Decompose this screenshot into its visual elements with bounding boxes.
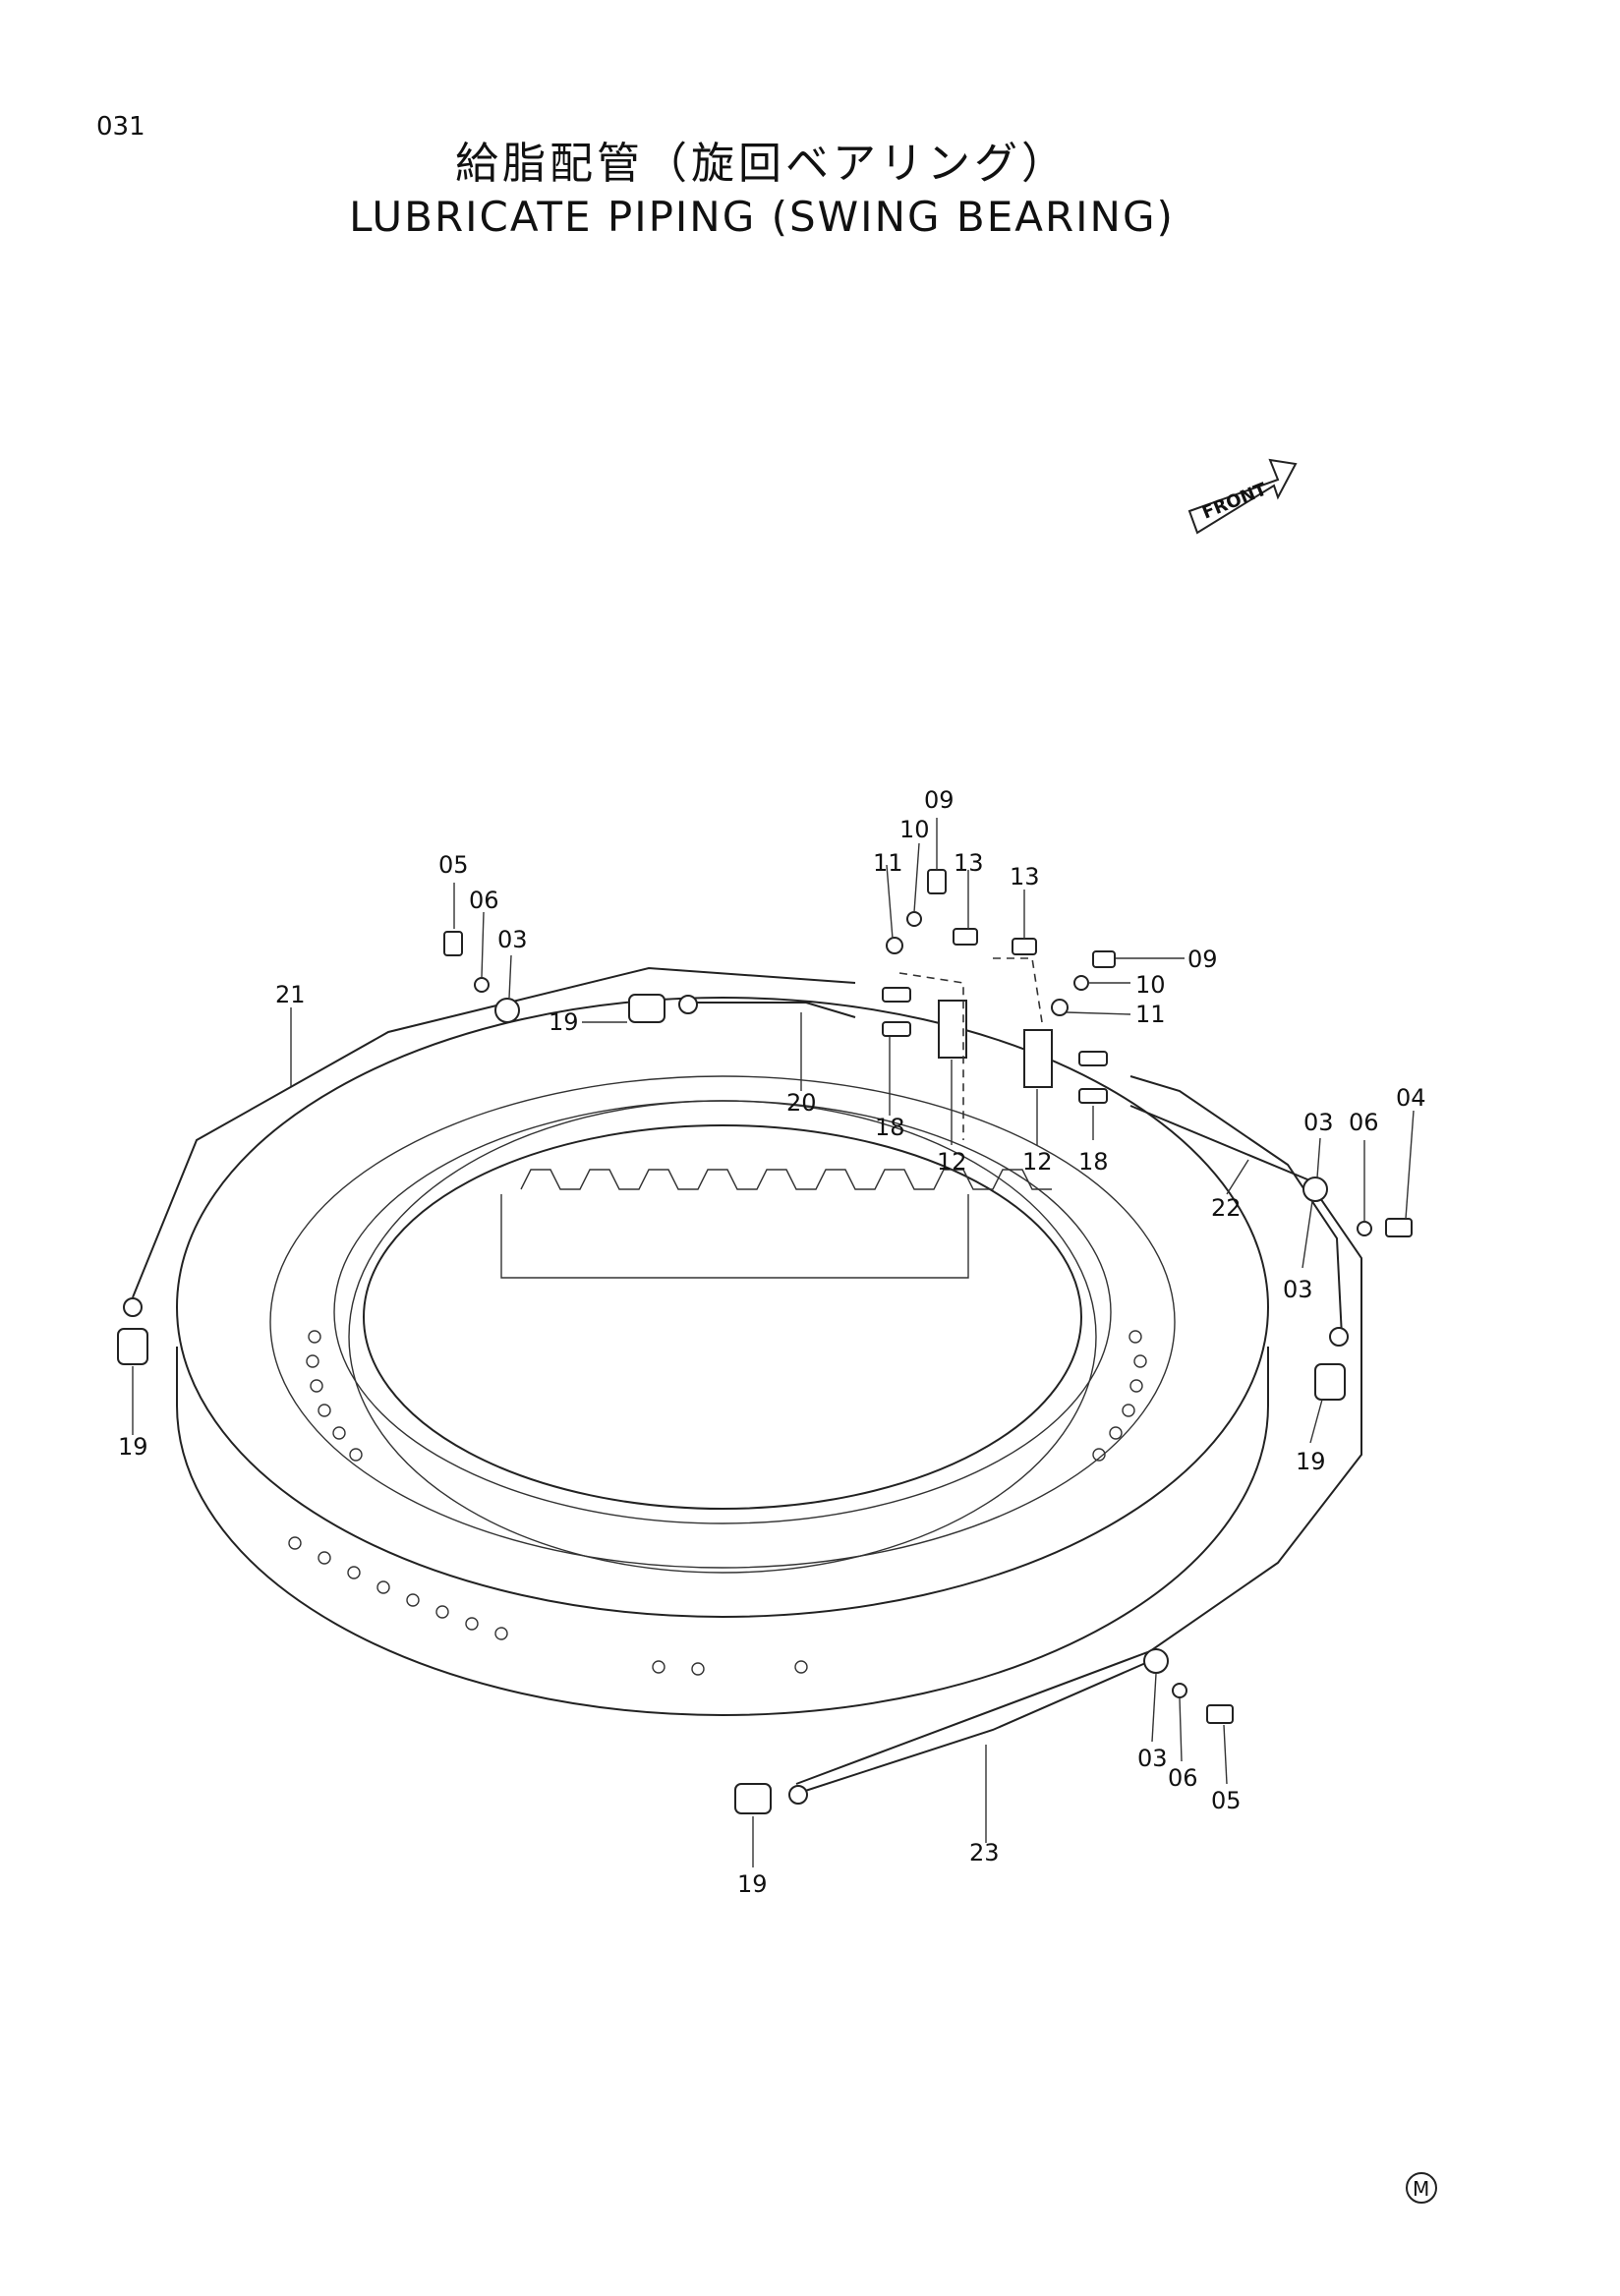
callout: 11 (873, 849, 903, 877)
callout: 21 (275, 981, 306, 1008)
callout: 03 (1283, 1276, 1313, 1303)
callout: 20 (786, 1089, 817, 1117)
callout: 04 (1396, 1084, 1426, 1112)
callout: 06 (469, 887, 499, 914)
callout: 10 (899, 816, 930, 843)
callout: 06 (1349, 1109, 1379, 1136)
callout: 18 (875, 1114, 905, 1141)
pipe-right-outer (795, 1105, 1362, 1785)
callout: 05 (1211, 1787, 1242, 1814)
front-label: FRONT (1199, 479, 1270, 524)
hardware-parts (443, 869, 1413, 1724)
callout: 12 (1022, 1148, 1053, 1176)
callout: 13 (1010, 863, 1040, 890)
pipe-23 (795, 1660, 1151, 1795)
callout-labels: 09 10 11 13 13 09 10 11 05 06 03 21 19 2… (118, 786, 1426, 1898)
callout: 09 (924, 786, 955, 814)
clamp-03-bottom (1143, 1648, 1169, 1674)
clamp-03-right (1302, 1177, 1328, 1202)
page-number: 031 (96, 112, 145, 142)
callout: 03 (497, 926, 528, 953)
callout: 13 (954, 849, 984, 877)
callout: 18 (1078, 1148, 1109, 1176)
callout: 11 (1135, 1001, 1166, 1028)
callout: 05 (438, 851, 469, 879)
elbow-fitting-19-bottom (734, 1783, 808, 1814)
callout: 23 (969, 1839, 1000, 1866)
elbow-fitting-19-right (1314, 1327, 1349, 1401)
callout: 19 (737, 1870, 768, 1898)
callout: 19 (118, 1433, 148, 1461)
leader-lines (132, 818, 1415, 1867)
callout: 10 (1135, 971, 1166, 999)
elbow-fitting-19-left (117, 1297, 148, 1365)
front-arrow-icon: FRONT (1187, 458, 1298, 535)
manifold-block-12-left (938, 1000, 967, 1059)
title-english: LUBRICATE PIPING (SWING BEARING) (349, 193, 1175, 241)
clamp-03-left (494, 998, 520, 1023)
callout: 03 (1303, 1109, 1334, 1136)
callout: 12 (937, 1148, 967, 1176)
manifold-block-12-right (1023, 1029, 1053, 1088)
callout: 19 (1296, 1448, 1326, 1475)
callout: 19 (549, 1008, 579, 1036)
callout: 09 (1187, 946, 1218, 973)
m-mark-icon: M (1406, 2172, 1437, 2204)
callout: 06 (1168, 1764, 1198, 1792)
pipe-20 (693, 1002, 856, 1018)
title-japanese: 給脂配管（旋回ベアリング） (455, 139, 1069, 189)
pipe-21 (132, 966, 856, 1298)
pipe-22 (1129, 1075, 1343, 1338)
elbow-fitting-19-top (628, 994, 698, 1023)
callout: 03 (1137, 1745, 1168, 1772)
swing-bearing (176, 997, 1269, 1716)
m-mark-label: M (1413, 2177, 1429, 2201)
callout: 22 (1211, 1194, 1242, 1222)
